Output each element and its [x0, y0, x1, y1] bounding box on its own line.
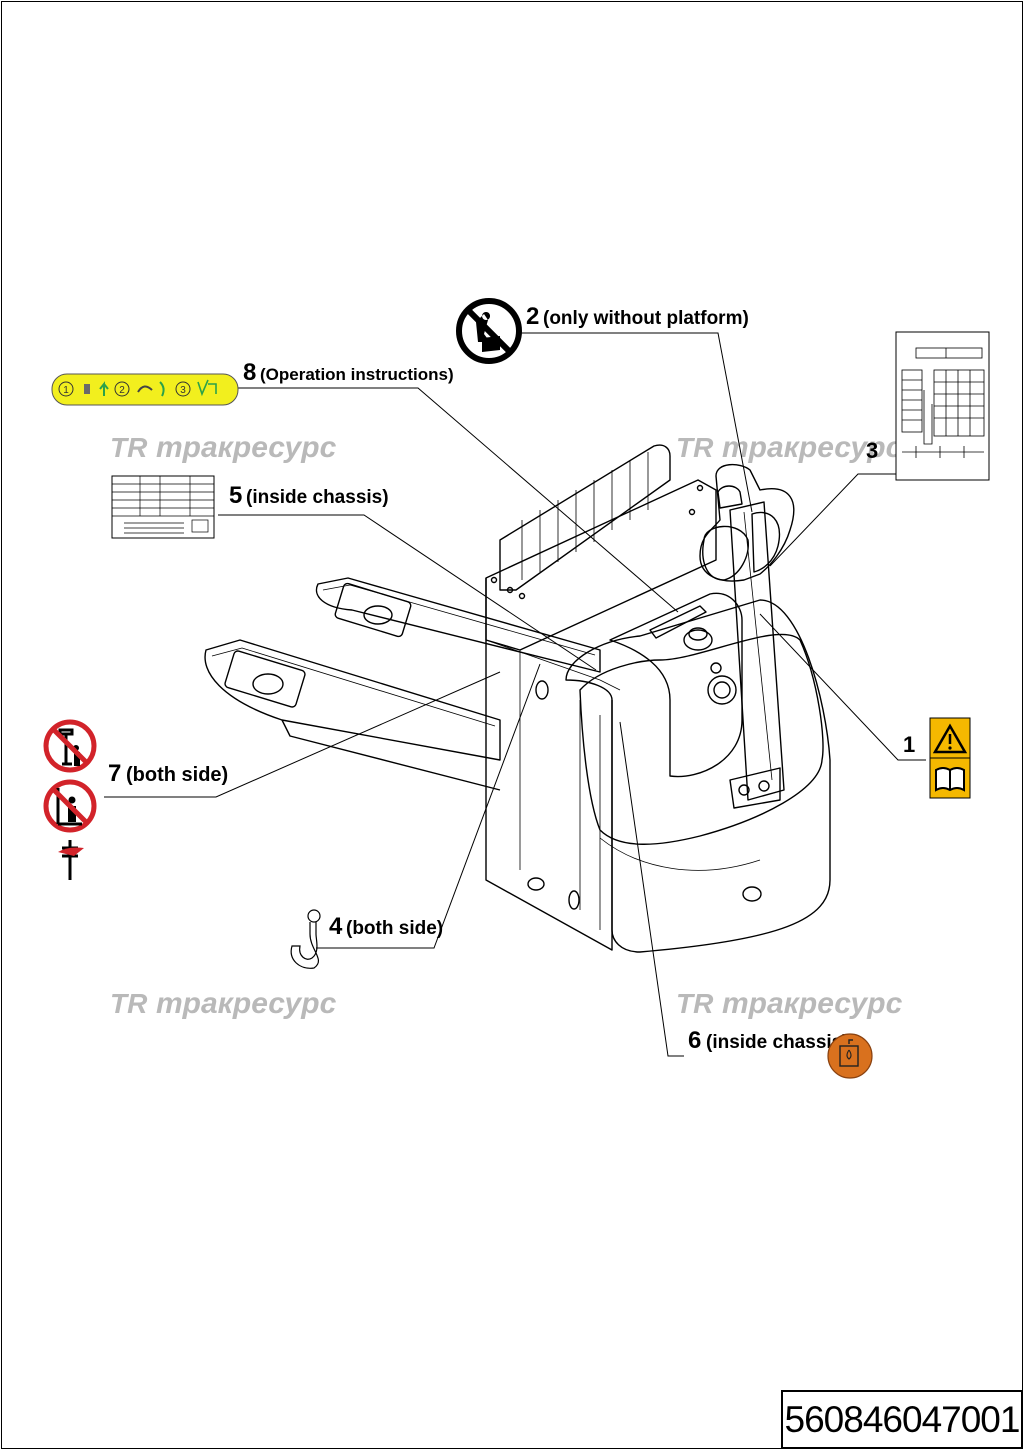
step-number: 3 — [180, 385, 186, 396]
callout-note: (Operation instructions) — [260, 365, 454, 384]
callout-8: 8 (Operation instructions) — [243, 359, 454, 386]
arrow-curve-icon — [159, 381, 165, 397]
callout-1: 1 — [903, 732, 915, 757]
check-truck-icon — [197, 379, 217, 397]
nameplate-sticker — [111, 475, 215, 539]
arrow-up-icon — [99, 381, 109, 396]
callout-number: 7 — [108, 760, 121, 787]
hand-icon — [137, 385, 153, 393]
pallet-truck-drawing — [204, 444, 831, 953]
lifting-hook-symbol — [290, 909, 321, 969]
callout-number: 1 — [903, 732, 915, 757]
warning-manual-sticker — [929, 717, 971, 799]
callout-7: 7 (both side) — [108, 760, 228, 787]
callout-note: (inside chassis) — [246, 487, 389, 508]
callout-5: 5 (inside chassis) — [229, 482, 389, 509]
step-number: 1 — [63, 385, 69, 396]
callout-number: 6 — [688, 1027, 701, 1054]
watermark-logo: TR — [110, 988, 148, 1019]
watermark-text: тракресурс — [156, 987, 337, 1020]
callout-6: 6 (inside chassis) — [688, 1027, 849, 1054]
callout-note: (inside chassis) — [706, 1032, 849, 1053]
operation-instructions-label: 1 2 3 — [51, 373, 239, 406]
no-riding-on-forks-sign — [43, 779, 97, 833]
watermark-text: тракресурс — [156, 431, 337, 464]
callout-number: 3 — [866, 438, 878, 463]
part-number-box: 560846047001 — [781, 1390, 1023, 1449]
callout-number: 2 — [526, 303, 539, 330]
watermark-logo: TR — [676, 432, 714, 463]
leader-lines — [104, 332, 926, 1057]
callout-note: (both side) — [126, 764, 228, 786]
watermark-top-right: TR тракресурс — [676, 431, 903, 464]
step-number: 2 — [119, 385, 125, 396]
hand-icon — [58, 847, 84, 856]
watermark-top-left: TR тракресурс — [110, 431, 337, 464]
callout-note: (only without platform) — [543, 308, 749, 329]
watermark-bottom-right: TR тракресурс — [676, 987, 903, 1020]
watermark-text: тракресурс — [722, 987, 903, 1020]
callout-2: 2 (only without platform) — [526, 303, 749, 330]
watermark-logo: TR — [676, 988, 714, 1019]
pinch-hazard-sign — [58, 840, 84, 880]
callout-4: 4 (both side) — [329, 913, 443, 940]
watermark-bottom-left: TR тракресурс — [110, 987, 337, 1020]
callout-number: 5 — [229, 482, 242, 509]
callout-note: (both side) — [346, 918, 443, 939]
operator-icon — [84, 384, 90, 394]
no-riding-sign — [456, 298, 522, 364]
watermark-logo: TR — [110, 432, 148, 463]
callout-number: 8 — [243, 359, 256, 386]
no-standing-under-forks-sign — [43, 719, 97, 773]
watermark-text: тракресурс — [722, 431, 903, 464]
capacity-table-sticker — [895, 331, 990, 481]
hydraulic-oil-badge — [827, 1033, 873, 1079]
manual-book-icon — [935, 767, 965, 792]
callout-3: 3 — [866, 438, 878, 463]
warning-icon — [932, 723, 968, 754]
oil-drop-icon — [846, 1049, 852, 1060]
callout-number: 4 — [329, 913, 343, 940]
